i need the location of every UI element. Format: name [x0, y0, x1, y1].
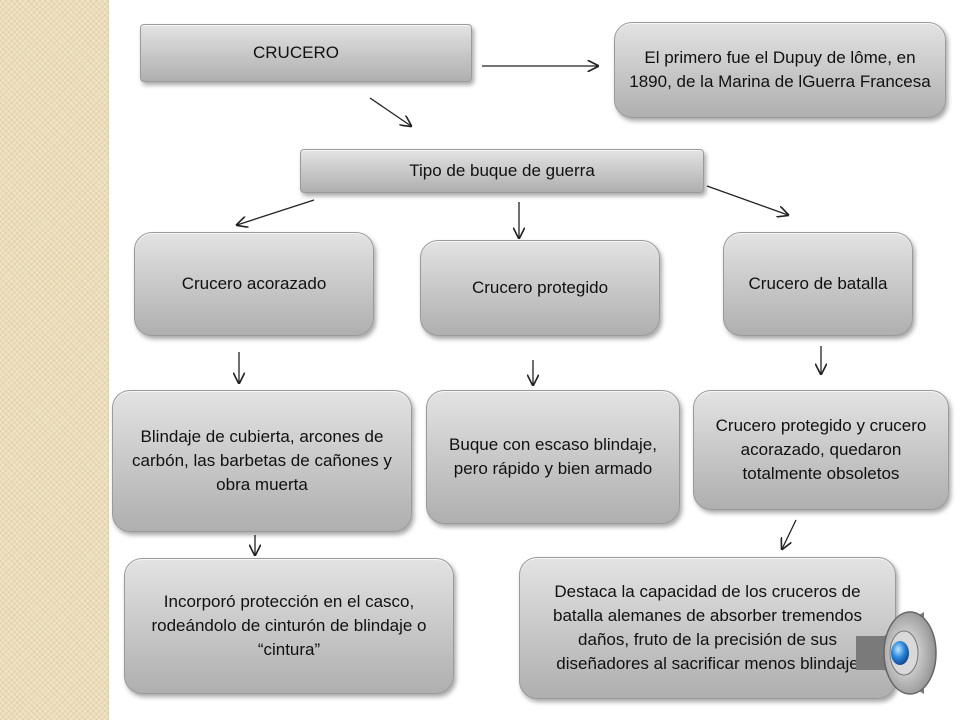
crucero-protegido-box: Crucero protegido — [420, 240, 660, 336]
speaker-icon[interactable] — [848, 608, 940, 698]
batalla-detail-box: Destaca la capacidad de los cruceros de … — [519, 557, 896, 699]
acorazado-detail-box: Incorporó protección en el casco, rodeán… — [124, 558, 454, 694]
decorative-side-strip — [0, 0, 109, 720]
arrow-type-to-acorazado — [237, 199, 315, 225]
acorazado-description-box: Blindaje de cubierta, arcones de carbón,… — [112, 390, 412, 532]
arrow-batalla-detail — [782, 519, 797, 549]
batalla-description-box: Crucero protegido y crucero acorazado, q… — [693, 390, 949, 510]
arrow-root-to-type — [369, 97, 411, 126]
warship-type-box: Tipo de buque de guerra — [300, 149, 704, 193]
first-cruiser-note-box: El primero fue el Dupuy de lôme, en 1890… — [614, 22, 946, 118]
root-box: CRUCERO — [140, 24, 472, 82]
arrow-type-to-batalla — [706, 185, 788, 215]
crucero-acorazado-box: Crucero acorazado — [134, 232, 374, 336]
protegido-description-box: Buque con escaso blindaje, pero rápido y… — [426, 390, 680, 524]
crucero-de-batalla-box: Crucero de batalla — [723, 232, 913, 336]
